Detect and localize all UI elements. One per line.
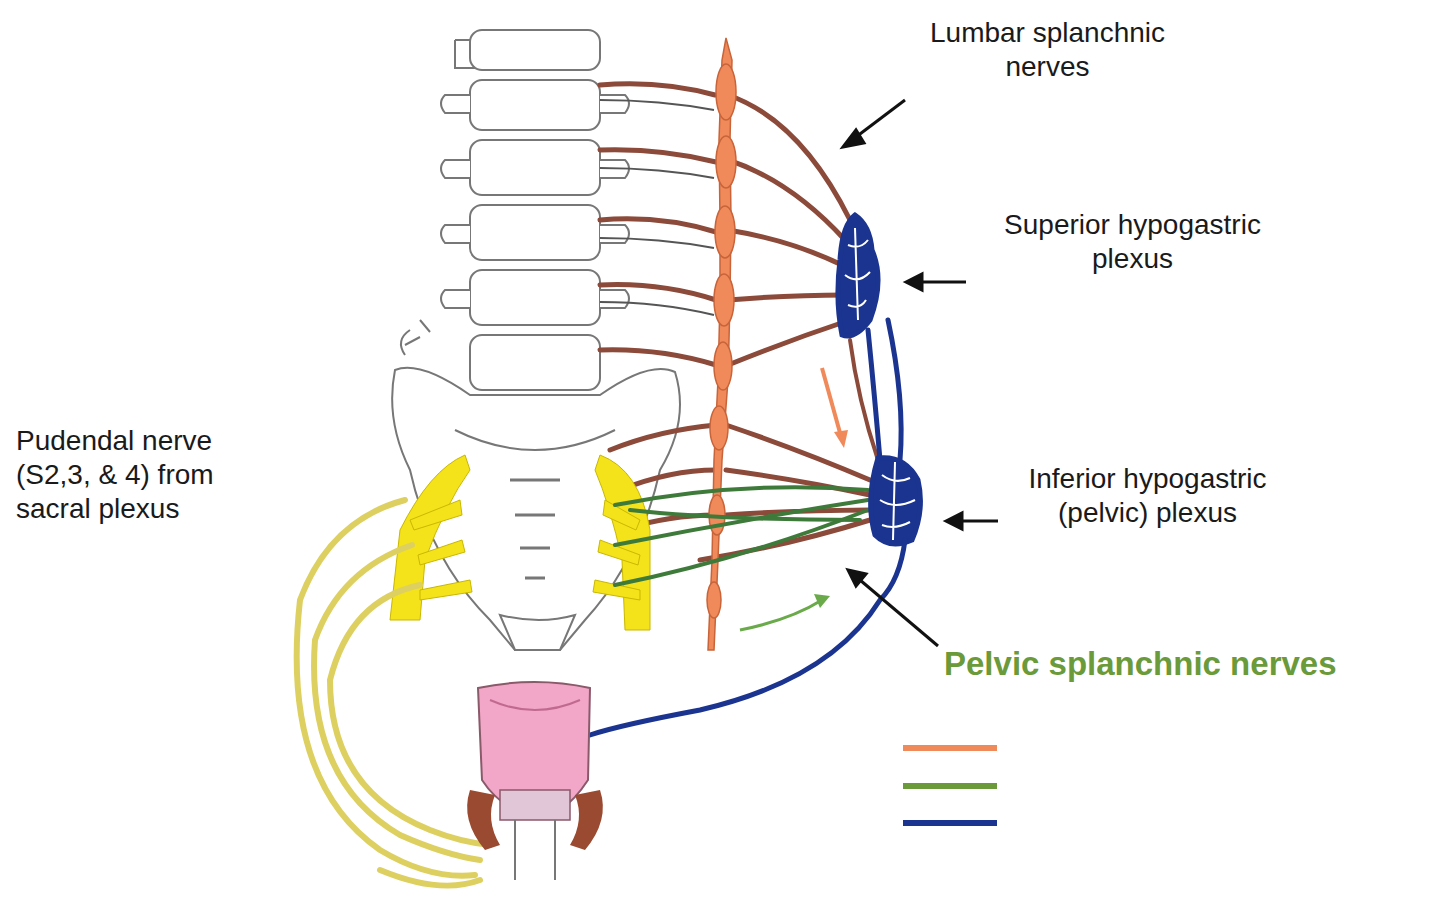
pointer-arrows — [843, 100, 998, 646]
flow-arrow — [740, 600, 822, 630]
callout-label: Pudendal nerve (S2,3, & 4) from sacral p… — [16, 424, 228, 526]
color-key-lines — [903, 748, 997, 823]
flow-arrow — [822, 368, 842, 440]
plexus-mesh — [845, 228, 915, 540]
callout-label: Superior hypogastric plexus — [960, 208, 1305, 276]
rectum — [467, 682, 603, 880]
callout-label: Lumbar splanchnic nerves — [895, 16, 1200, 84]
hypogastric-plexuses — [590, 215, 920, 735]
flow-arrow-head — [814, 594, 830, 608]
rami — [600, 84, 716, 530]
sacral-nerves — [390, 455, 650, 630]
vertebral-column — [392, 30, 680, 650]
callout-label: Pelvic splanchnic nerves — [944, 644, 1434, 684]
flow-arrow-head — [834, 430, 848, 448]
pelvic-splanchnic-nerve-lines — [615, 487, 868, 585]
callout-label: Inferior hypogastric (pelvic) plexus — [985, 462, 1310, 530]
pudendal-nerve — [297, 500, 490, 886]
grey-rami — [600, 100, 714, 315]
